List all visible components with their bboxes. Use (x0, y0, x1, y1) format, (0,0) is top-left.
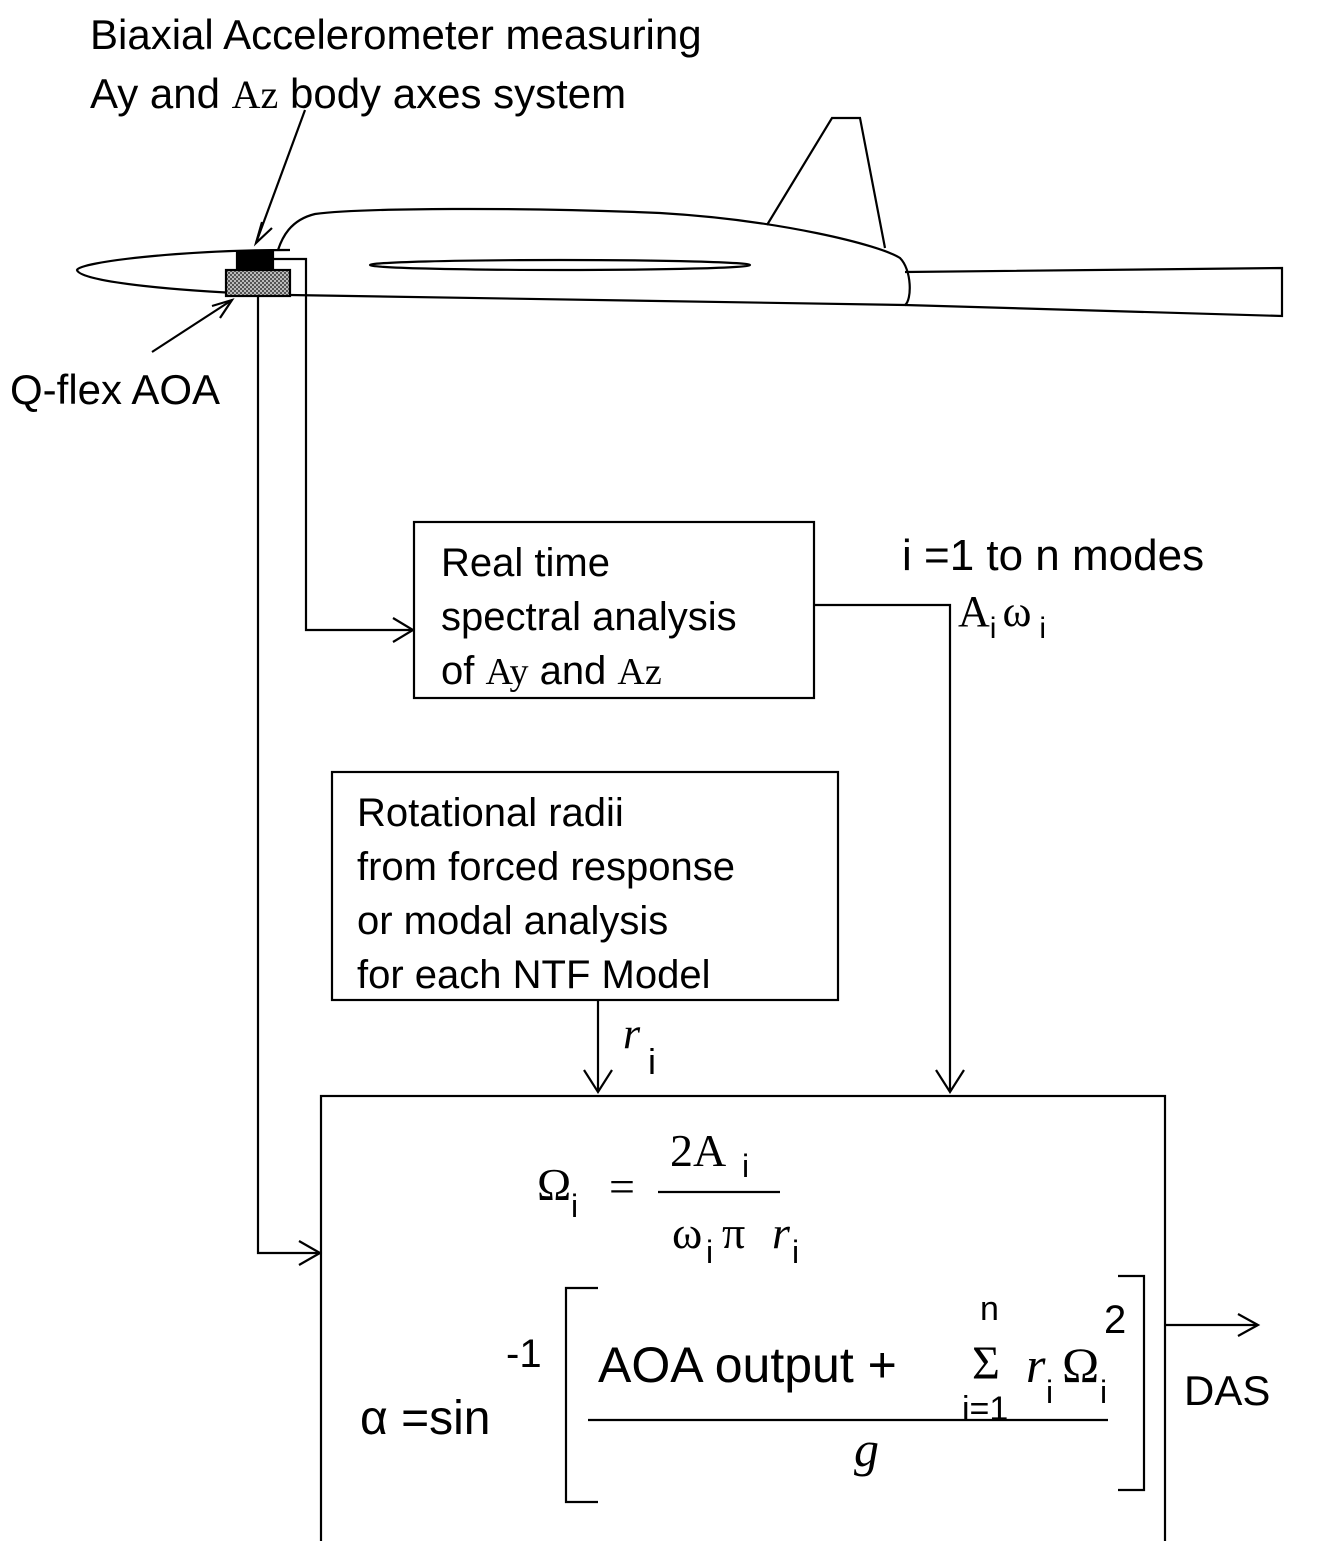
das-label: DAS (1184, 1367, 1271, 1414)
spectral-output-line (814, 603, 952, 1092)
modes-A-sub: i (989, 612, 997, 645)
qflex-pointer (151, 299, 233, 353)
left-square-bracket (564, 1286, 598, 1504)
accelerometer-label-az: Az (231, 72, 279, 117)
accelerometer-label-line1: Biaxial Accelerometer measuring (90, 11, 702, 58)
spectral-output-arrowhead (935, 1069, 965, 1095)
vertical-tail (766, 116, 887, 249)
spectral-box-and: and (528, 649, 618, 693)
spectral-box-ay: Ay (485, 651, 529, 693)
omega-numerator: 2A (670, 1125, 727, 1176)
radius-symbol: r (623, 1009, 641, 1058)
aircraft-model (75, 116, 1284, 318)
omega-numerator-sub: i (742, 1148, 750, 1184)
spectral-box-text: Real time spectral analysis of Ay and Az (441, 536, 737, 699)
denominator-r-sub: i (792, 1234, 800, 1270)
denominator-pi: π (722, 1207, 746, 1258)
sum-omega-squared: 2 (1104, 1298, 1127, 1342)
equation-box (319, 1094, 1167, 1541)
wing-outline (368, 258, 752, 272)
spectral-analysis-box (412, 520, 816, 700)
aoa-signal-line (256, 296, 320, 1255)
inverse-superscript: -1 (506, 1332, 542, 1376)
accelerometer-label-ay: Ay and (90, 70, 232, 117)
right-square-bracket (1118, 1274, 1146, 1492)
sum-omega-sub: i (1100, 1374, 1108, 1410)
radii-box-line1: Rotational radii (357, 791, 624, 835)
alpha-lhs: α =sin (360, 1392, 491, 1445)
radii-box-text: Rotational radii from forced response or… (357, 786, 735, 1002)
rotational-radii-box (330, 770, 840, 1002)
sum-r: r (1026, 1337, 1046, 1393)
accelerometer-pointer-arrowhead (253, 221, 273, 247)
sum-lower-limit: i=1 (962, 1390, 1009, 1428)
spectral-box-line3: of Ay and Az (441, 644, 737, 699)
radii-box-line4: for each NTF Model (357, 953, 711, 997)
accelerometer-pointer (254, 109, 307, 244)
sum-upper-limit: n (980, 1290, 999, 1328)
biaxial-accelerometer-sensor (235, 250, 275, 272)
das-output-arrowhead (1237, 1313, 1261, 1337)
modes-omega: ω (1002, 587, 1032, 636)
modes-label: i =1 to n modes (902, 531, 1205, 580)
radii-box-line2: from forced response (357, 845, 735, 889)
omega-lhs: Ω (537, 1159, 572, 1210)
sum-r-sub: i (1046, 1374, 1054, 1410)
omega-equals: = (609, 1161, 635, 1212)
spectral-box-az: Az (617, 651, 662, 693)
fuselage-outline (75, 207, 911, 307)
radii-box-line3: or modal analysis (357, 899, 669, 943)
denominator-r: r (772, 1207, 790, 1258)
sting-support (904, 266, 1284, 318)
sum-omega: Ω (1062, 1337, 1100, 1393)
modes-omega-sub: i (1039, 612, 1047, 645)
radius-subscript: i (648, 1041, 656, 1082)
gravity-g: g (854, 1421, 879, 1477)
denominator-omega: ω (672, 1207, 703, 1258)
accel-signal-line (273, 257, 413, 632)
qflex-pointer-arrowhead (211, 298, 235, 319)
accelerometer-label-rest: body axes system (278, 70, 627, 117)
radii-output-arrowhead (583, 1069, 613, 1095)
spectral-box-line2: spectral analysis (441, 595, 737, 639)
aoa-output-term: AOA output + (598, 1337, 897, 1393)
denominator-omega-sub: i (706, 1234, 714, 1270)
qflex-aoa-sensor (224, 268, 292, 298)
omega-lhs-sub: i (571, 1188, 579, 1224)
spectral-box-of: of (441, 649, 486, 693)
qflex-aoa-label: Q-flex AOA (10, 366, 221, 413)
sigma-symbol: Σ (972, 1337, 1000, 1390)
modes-A: A (958, 587, 990, 636)
spectral-box-line1: Real time (441, 541, 610, 585)
accelerometer-label-line2: Ay and Az body axes system (90, 73, 626, 115)
